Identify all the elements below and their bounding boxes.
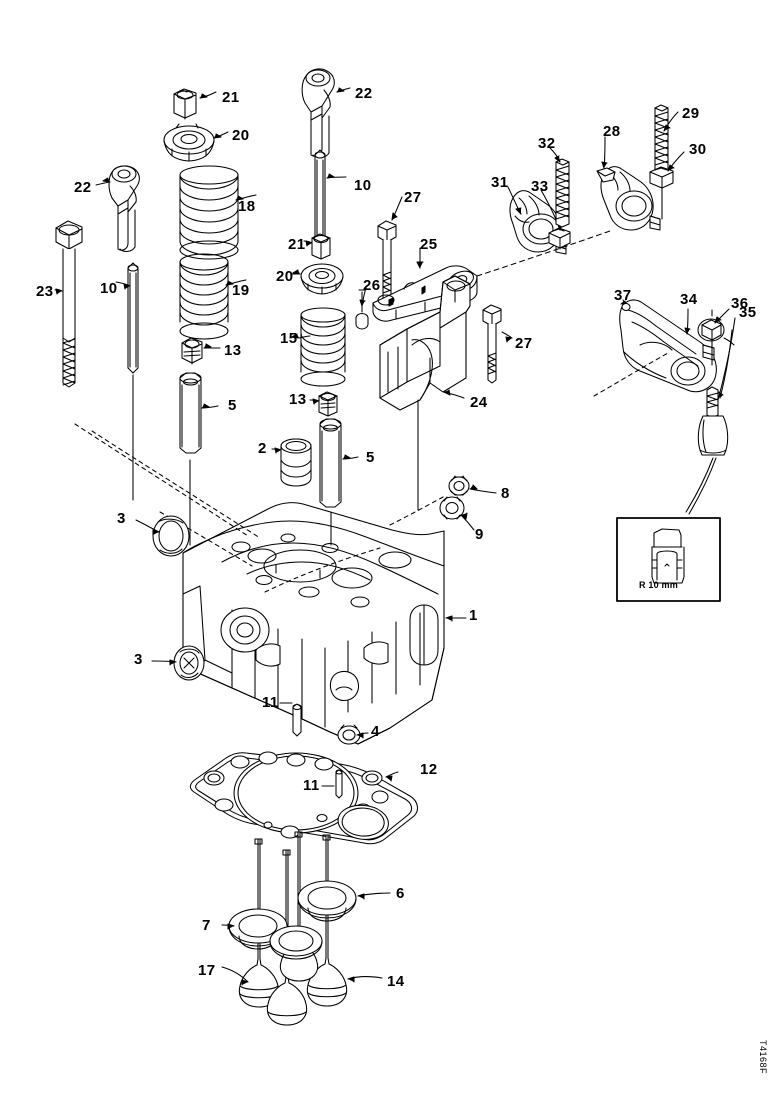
- part-6-valve-spring-seat-right: [297, 880, 357, 922]
- part-4-head-bolt-guide: [337, 724, 361, 745]
- part-20-spring-retainer: [163, 123, 215, 162]
- callout-9: 9: [475, 526, 484, 543]
- callout-26: 26: [363, 277, 381, 294]
- callout-36: 36: [731, 295, 749, 312]
- callout-2: 2: [258, 440, 267, 457]
- callout-11-head: 11: [262, 694, 279, 711]
- part-33-lock-nut-left: [548, 227, 571, 250]
- callout-25: 25: [420, 236, 438, 253]
- part-31-rocker-arm-bracket-left: [509, 190, 567, 255]
- part-30-lock-nut-right: [649, 166, 674, 220]
- part-9-sealing-washer: [439, 496, 465, 520]
- part-13-stem-seal-lower: [318, 391, 338, 417]
- part-32-adjusting-screw-left: [555, 158, 570, 228]
- part-3-core-plug-lower: [173, 645, 205, 681]
- callout-27-lower: 27: [515, 335, 533, 352]
- callout-17: 17: [198, 962, 216, 979]
- callout-14: 14: [387, 973, 405, 990]
- callout-3-upper: 3: [117, 510, 126, 527]
- part-29-adjusting-screw-right: [654, 104, 669, 174]
- part-22-rocker-arm-left: [108, 165, 140, 252]
- part-5-valve-guide-right: [319, 418, 342, 508]
- part-20-spring-retainer-center: [300, 263, 344, 295]
- callout-20: 20: [232, 127, 250, 144]
- part-3-core-plug-upper: [152, 515, 190, 557]
- callout-37: 37: [614, 287, 632, 304]
- callout-22-left: 22: [74, 179, 92, 196]
- detail-box-caption: R 10 mm: [639, 580, 678, 590]
- part-35-spark-plug-cap: [697, 386, 729, 456]
- part-12-cylinder-head-gasket: [189, 751, 419, 845]
- callout-12: 12: [420, 761, 438, 778]
- callout-7: 7: [202, 917, 211, 934]
- callout-5-left: 5: [228, 397, 237, 414]
- part-34-rocker-arm-assembly: [619, 299, 717, 393]
- callout-22-top: 22: [355, 85, 373, 102]
- detail-box-r10mm: [616, 517, 721, 602]
- callout-23: 23: [36, 283, 54, 300]
- part-21-keeper-collet-center: [311, 233, 331, 260]
- part-28-rocker-arm-right: [596, 166, 661, 231]
- part-8-oil-jet-fitting: [448, 475, 470, 496]
- part-10-push-rod-left: [127, 262, 139, 374]
- callout-19: 19: [232, 282, 250, 299]
- part-27-rocker-shaft-bolt-upper: [377, 220, 397, 302]
- callout-20-center: 20: [276, 268, 294, 285]
- part-24-rocker-support-bracket: [379, 275, 471, 411]
- callout-24: 24: [470, 394, 488, 411]
- part-1-cylinder-head: [182, 502, 445, 745]
- callout-33: 33: [531, 178, 549, 195]
- callout-15: 15: [280, 330, 298, 347]
- callout-4: 4: [371, 723, 380, 740]
- part-21-keeper-collet-top: [173, 88, 197, 120]
- callout-21-center: 21: [288, 236, 306, 253]
- callout-5-right: 5: [366, 449, 375, 466]
- callout-32: 32: [538, 135, 556, 152]
- part-22-rocker-arm-top: [301, 68, 335, 158]
- callout-11-gasket: 11: [303, 777, 320, 794]
- callout-29: 29: [682, 105, 700, 122]
- part-23-cylinder-head-bolt: [55, 220, 83, 388]
- part-18-valve-spring-outer: [179, 165, 239, 260]
- callout-31: 31: [491, 174, 509, 191]
- sheet-code: T4168F: [758, 1040, 768, 1075]
- callout-3-lower: 3: [134, 651, 143, 668]
- callout-35: 35: [739, 304, 757, 321]
- callout-13-upper: 13: [224, 342, 242, 359]
- part-6-valve-spring-seat-middle: [269, 925, 323, 960]
- callout-1: 1: [469, 607, 478, 624]
- callout-27-upper: 27: [404, 189, 422, 206]
- callout-34: 34: [680, 291, 698, 308]
- part-13-stem-seal-upper: [181, 337, 203, 365]
- part-26-rocker-shaft-plug: [355, 289, 369, 330]
- part-11-dowel-pin-head: [292, 703, 302, 737]
- callout-6: 6: [396, 885, 405, 902]
- callout-18: 18: [238, 198, 256, 215]
- callout-13-lower: 13: [289, 391, 307, 408]
- callout-8: 8: [501, 485, 510, 502]
- part-36-adjusting-screw-nut: [697, 309, 735, 366]
- callout-30: 30: [689, 141, 707, 158]
- part-15-valve-spring: [300, 307, 346, 387]
- part-27-rocker-shaft-bolt-lower: [482, 304, 502, 384]
- part-19-valve-spring-inner: [179, 253, 229, 340]
- callout-21-top: 21: [222, 89, 240, 106]
- callout-28: 28: [603, 123, 621, 140]
- callout-10-left: 10: [100, 280, 118, 297]
- part-2-valve-guide-bush: [280, 438, 312, 487]
- part-5-valve-guide-left: [179, 372, 202, 454]
- callout-10-center: 10: [354, 177, 372, 194]
